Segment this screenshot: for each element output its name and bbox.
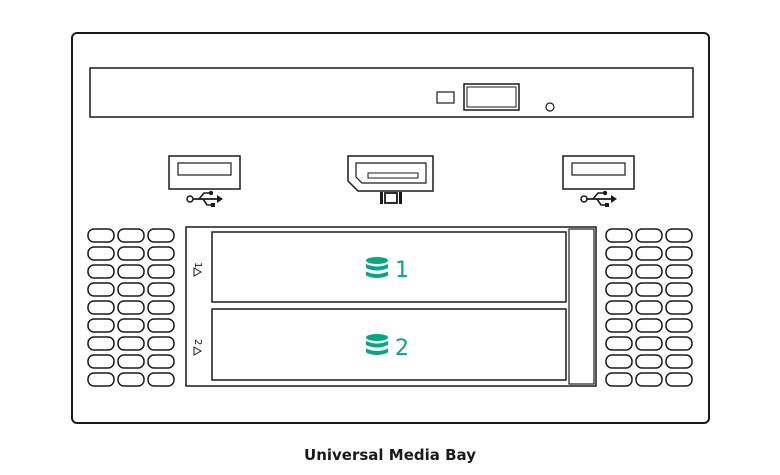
displayport-port[interactable] <box>347 155 434 192</box>
vent-slot <box>605 372 633 387</box>
vent-slot <box>147 228 175 243</box>
bay-2-arrow-icon <box>193 346 203 356</box>
vent-slot <box>605 264 633 279</box>
vent-slot <box>635 246 663 261</box>
vent-slot <box>665 282 693 297</box>
optical-drive-indicator <box>436 91 455 104</box>
vent-slot <box>665 354 693 369</box>
bay-side-mark-1: 1 <box>192 262 203 268</box>
vent-slot <box>87 372 115 387</box>
vent-slot <box>665 300 693 315</box>
vent-slot <box>117 246 145 261</box>
vent-slot <box>605 228 633 243</box>
drive-bay-2[interactable] <box>211 308 567 381</box>
vent-slot <box>665 336 693 351</box>
vent-slot <box>605 246 633 261</box>
bay-number-2: 2 <box>395 336 409 361</box>
vent-slot <box>147 372 175 387</box>
vent-slot <box>665 318 693 333</box>
vent-slot <box>117 318 145 333</box>
vent-slot <box>665 228 693 243</box>
vent-slot <box>635 264 663 279</box>
usb-icon <box>186 190 223 207</box>
vent-slot <box>665 246 693 261</box>
vent-slot <box>87 264 115 279</box>
drive-cage-latch[interactable] <box>568 228 595 385</box>
vent-slot <box>117 300 145 315</box>
bay-number-1: 1 <box>395 258 409 283</box>
vent-slot <box>605 354 633 369</box>
vent-slot <box>635 300 663 315</box>
optical-drive-eject-button-inner <box>466 86 517 108</box>
vent-slot <box>635 336 663 351</box>
vent-slot <box>665 264 693 279</box>
vent-slot <box>635 318 663 333</box>
vent-grille-right <box>605 228 693 387</box>
diagram-caption: Universal Media Bay <box>304 446 476 464</box>
vent-slot <box>147 300 175 315</box>
vent-slot <box>147 354 175 369</box>
optical-drive <box>89 67 694 118</box>
vent-slot <box>605 336 633 351</box>
vent-slot <box>147 318 175 333</box>
vent-slot <box>605 282 633 297</box>
drive-bay-1[interactable] <box>211 231 567 303</box>
usb-icon <box>580 190 617 207</box>
vent-slot <box>87 336 115 351</box>
vent-slot <box>117 264 145 279</box>
vent-slot <box>87 354 115 369</box>
vent-slot <box>87 228 115 243</box>
vent-slot <box>635 282 663 297</box>
vent-grille-left <box>87 228 175 387</box>
vent-slot <box>87 246 115 261</box>
vent-slot <box>117 354 145 369</box>
vent-slot <box>635 372 663 387</box>
usb-port-right[interactable] <box>562 155 635 190</box>
vent-slot <box>147 246 175 261</box>
vent-slot <box>117 282 145 297</box>
drive-stack-icon <box>366 257 388 278</box>
displayport-icon <box>380 192 402 204</box>
bay-1-arrow-icon <box>193 267 203 277</box>
vent-slot <box>147 264 175 279</box>
vent-slot <box>87 318 115 333</box>
optical-drive-eject-button[interactable] <box>463 83 520 111</box>
vent-slot <box>605 318 633 333</box>
drive-stack-icon <box>366 334 388 355</box>
optical-drive-pinhole <box>545 102 555 112</box>
vent-slot <box>117 372 145 387</box>
vent-slot <box>665 372 693 387</box>
vent-slot <box>147 336 175 351</box>
vent-slot <box>635 354 663 369</box>
vent-slot <box>117 336 145 351</box>
bay-side-mark-2: 2 <box>192 339 203 345</box>
vent-slot <box>147 282 175 297</box>
vent-slot <box>87 300 115 315</box>
vent-slot <box>635 228 663 243</box>
usb-port-left[interactable] <box>168 155 241 190</box>
vent-slot <box>605 300 633 315</box>
vent-slot <box>117 228 145 243</box>
vent-slot <box>87 282 115 297</box>
